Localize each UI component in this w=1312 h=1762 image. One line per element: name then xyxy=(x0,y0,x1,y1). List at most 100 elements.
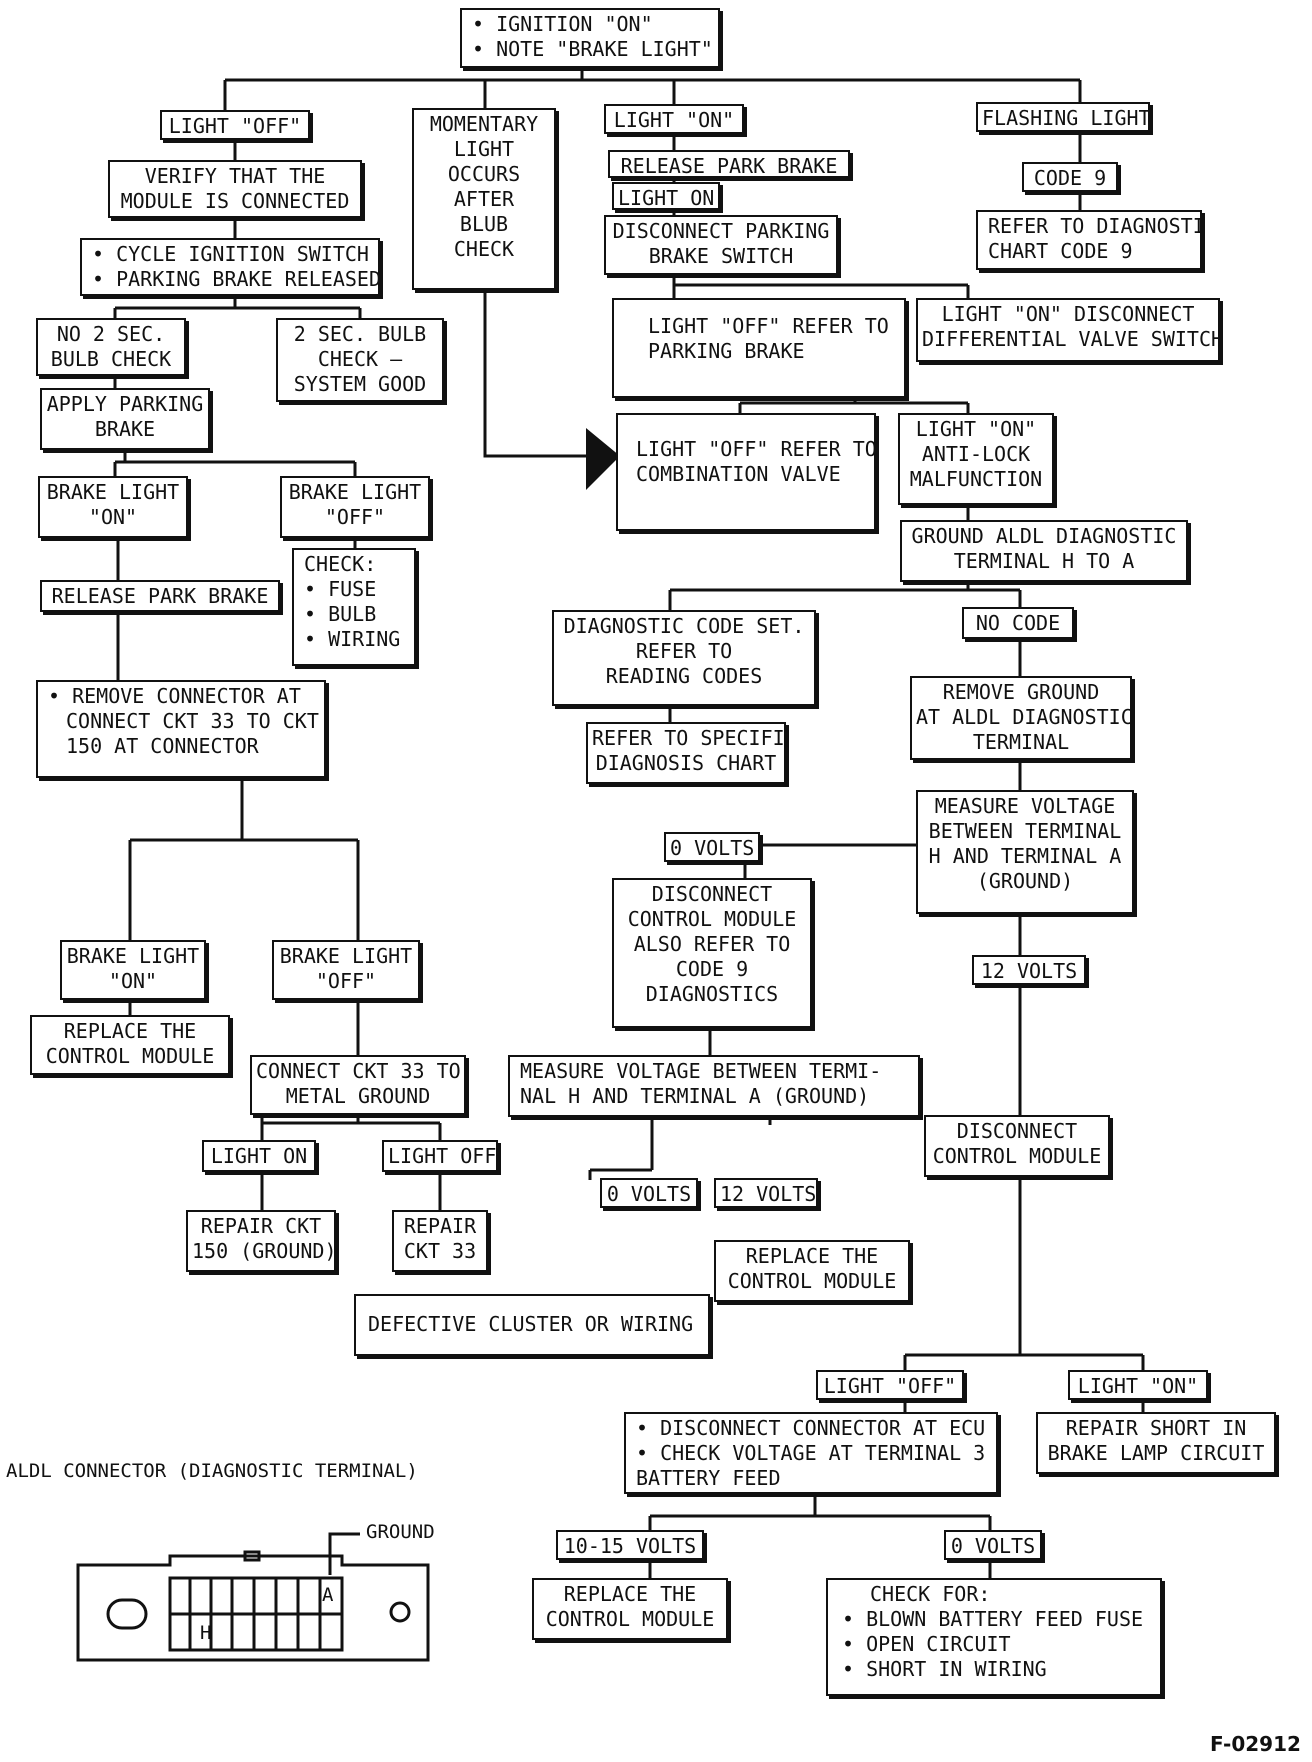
code-9-node: CODE 9 xyxy=(1022,162,1118,192)
node-line: 150 AT CONNECTOR xyxy=(66,734,259,758)
node-line: CHART CODE 9 xyxy=(988,239,1133,263)
node-line: CONTROL MODULE xyxy=(45,1044,215,1068)
node-line: REPAIR xyxy=(403,1214,477,1238)
anti-lock-malfunction-node: LIGHT "ON" ANTI-LOCK MALFUNCTION xyxy=(898,413,1054,505)
node-line: CHECK xyxy=(453,237,515,261)
figure-id: F-02912 xyxy=(1210,1732,1301,1756)
node-line: LIGHT "OFF" REFER TO xyxy=(636,437,876,461)
node-line: (GROUND) xyxy=(976,869,1074,893)
node-line: RELEASE PARK BRAKE xyxy=(51,584,269,608)
repair-short-node: REPAIR SHORT IN BRAKE LAMP CIRCUIT xyxy=(1036,1412,1276,1474)
node-line: 0 VOLTS xyxy=(606,1182,692,1206)
replace-control-module-3-node: REPLACE THE CONTROL MODULE xyxy=(532,1578,728,1640)
node-line: BETWEEN TERMINAL xyxy=(928,819,1122,843)
node-line: NOTE "BRAKE LIGHT" xyxy=(472,37,714,62)
node-line: ALSO REFER TO xyxy=(633,932,791,956)
verify-module-node: VERIFY THAT THE MODULE IS CONNECTED xyxy=(108,160,362,218)
node-line: "OFF" xyxy=(315,969,377,993)
release-park-brake-2-node: RELEASE PARK BRAKE xyxy=(608,150,850,178)
node-line: MOMENTARY xyxy=(429,112,539,136)
node-line: H AND TERMINAL A xyxy=(928,844,1122,868)
light-on-differential-node: LIGHT "ON" DISCONNECT DIFFERENTIAL VALVE… xyxy=(916,298,1220,362)
aldl-connector-drawing xyxy=(76,1532,430,1662)
refer-specific-chart-node: REFER TO SPECIFIC DIAGNOSIS CHART xyxy=(586,722,786,784)
node-line: LIGHT "ON" xyxy=(613,108,735,132)
node-line: LIGHT xyxy=(453,137,515,161)
light-off-quoted-node: LIGHT "OFF" xyxy=(816,1370,964,1400)
node-line: "ON" xyxy=(88,505,138,529)
node-line: FUSE xyxy=(304,577,410,602)
node-line: READING CODES xyxy=(605,664,763,688)
twelve-volts-2-node: 12 VOLTS xyxy=(714,1178,818,1208)
zero-volts-2-node: 0 VOLTS xyxy=(600,1178,698,1208)
node-line: DISCONNECT PARKING xyxy=(612,219,830,243)
node-line: BRAKE LIGHT xyxy=(66,944,200,968)
brake-light-off-2-node: BRAKE LIGHT "OFF" xyxy=(272,940,420,1000)
node-line: MEASURE VOLTAGE xyxy=(934,794,1116,818)
node-line: BRAKE LIGHT xyxy=(46,480,180,504)
node-line: BULB CHECK xyxy=(50,347,172,371)
node-line: MALFUNCTION xyxy=(909,467,1043,491)
node-line: DIAGNOSTIC CODE SET. xyxy=(563,614,805,638)
node-line: LIGHT "OFF" xyxy=(168,114,302,138)
node-line: CHECK: xyxy=(304,552,377,576)
node-line: BRAKE SWITCH xyxy=(648,244,794,268)
node-line: 12 VOLTS xyxy=(980,959,1078,983)
ground-label: GROUND xyxy=(366,1521,435,1543)
node-line: LIGHT "ON" DISCONNECT xyxy=(941,302,1195,326)
node-line: SHORT IN WIRING xyxy=(842,1657,1156,1682)
replace-control-module-1-node: REPLACE THE CONTROL MODULE xyxy=(30,1015,230,1075)
light-on-quoted-node: LIGHT "ON" xyxy=(1068,1370,1208,1400)
light-off-small-node: LIGHT OFF xyxy=(382,1140,498,1172)
node-line: CHECK — xyxy=(317,347,403,371)
node-line: BRAKE LIGHT xyxy=(279,944,413,968)
node-line: MODULE IS CONNECTED xyxy=(120,189,350,213)
start-node: IGNITION "ON" NOTE "BRAKE LIGHT" xyxy=(460,8,720,68)
node-line: NAL H AND TERMINAL A (GROUND) xyxy=(520,1084,870,1108)
flashing-light-node: FLASHING LIGHT xyxy=(976,102,1150,132)
node-line: DIFFERENTIAL VALVE SWITCH xyxy=(922,327,1220,351)
light-on-2-node: LIGHT ON xyxy=(612,182,720,210)
node-line: MEASURE VOLTAGE BETWEEN TERMI- xyxy=(520,1059,882,1083)
brake-light-on-2-node: BRAKE LIGHT "ON" xyxy=(60,940,206,1000)
node-line: CODE 9 xyxy=(675,957,749,981)
remove-connector-node: REMOVE CONNECTOR AT CONNECT CKT 33 TO CK… xyxy=(36,680,326,778)
node-line: COMBINATION VALVE xyxy=(636,462,841,486)
node-line: CONTROL MODULE xyxy=(545,1607,715,1631)
node-line: CONTROL MODULE xyxy=(727,1269,897,1293)
node-line: GROUND ALDL DIAGNOSTIC xyxy=(911,524,1177,548)
node-line: LIGHT "ON" xyxy=(1077,1374,1199,1398)
node-line: CONTROL MODULE xyxy=(932,1144,1102,1168)
node-line: LIGHT "OFF" REFER TO xyxy=(648,314,889,338)
light-off-node: LIGHT "OFF" xyxy=(160,110,310,140)
disconnect-ecu-node: DISCONNECT CONNECTOR AT ECU CHECK VOLTAG… xyxy=(624,1412,998,1494)
diagnostic-code-set-node: DIAGNOSTIC CODE SET. REFER TO READING CO… xyxy=(552,610,816,706)
pin-a-label: A xyxy=(322,1584,334,1606)
node-line: REMOVE GROUND xyxy=(942,680,1100,704)
node-line: LIGHT "ON" xyxy=(915,417,1037,441)
node-line: DIAGNOSIS CHART xyxy=(595,751,777,775)
node-line: 2 SEC. BULB xyxy=(293,322,427,346)
node-line: CONNECT CKT 33 TO xyxy=(256,1059,461,1083)
node-line: APPLY PARKING xyxy=(46,392,204,416)
node-line: "OFF" xyxy=(324,505,386,529)
connect-ckt33-node: CONNECT CKT 33 TO METAL GROUND xyxy=(250,1055,466,1115)
node-line: 0 VOLTS xyxy=(670,836,755,860)
cycle-ignition-node: CYCLE IGNITION SWITCH PARKING BRAKE RELE… xyxy=(80,238,380,296)
node-line: OPEN CIRCUIT xyxy=(842,1632,1156,1657)
node-line: DEFECTIVE CLUSTER OR WIRING xyxy=(368,1312,694,1336)
no-code-node: NO CODE xyxy=(962,607,1074,639)
node-line: LIGHT ON xyxy=(210,1144,308,1168)
ground-aldl-node: GROUND ALDL DIAGNOSTIC TERMINAL H TO A xyxy=(900,520,1188,582)
node-line: AT ALDL DIAGNOSTIC xyxy=(916,705,1132,729)
node-line: OCCURS xyxy=(447,162,521,186)
node-line: SYSTEM GOOD xyxy=(293,372,427,396)
node-line: REFER TO SPECIFIC xyxy=(592,726,786,750)
node-line: BRAKE LAMP CIRCUIT xyxy=(1047,1441,1265,1465)
node-line: CYCLE IGNITION SWITCH xyxy=(92,242,374,267)
node-line: FLASHING LIGHT xyxy=(982,106,1150,130)
node-line: REPLACE THE xyxy=(745,1244,879,1268)
node-line: PARKING BRAKE RELEASED xyxy=(92,267,378,292)
zero-volts-3-node: 0 VOLTS xyxy=(944,1530,1042,1560)
refer-code-9-node: REFER TO DIAGNOSTIC CHART CODE 9 xyxy=(976,210,1202,270)
